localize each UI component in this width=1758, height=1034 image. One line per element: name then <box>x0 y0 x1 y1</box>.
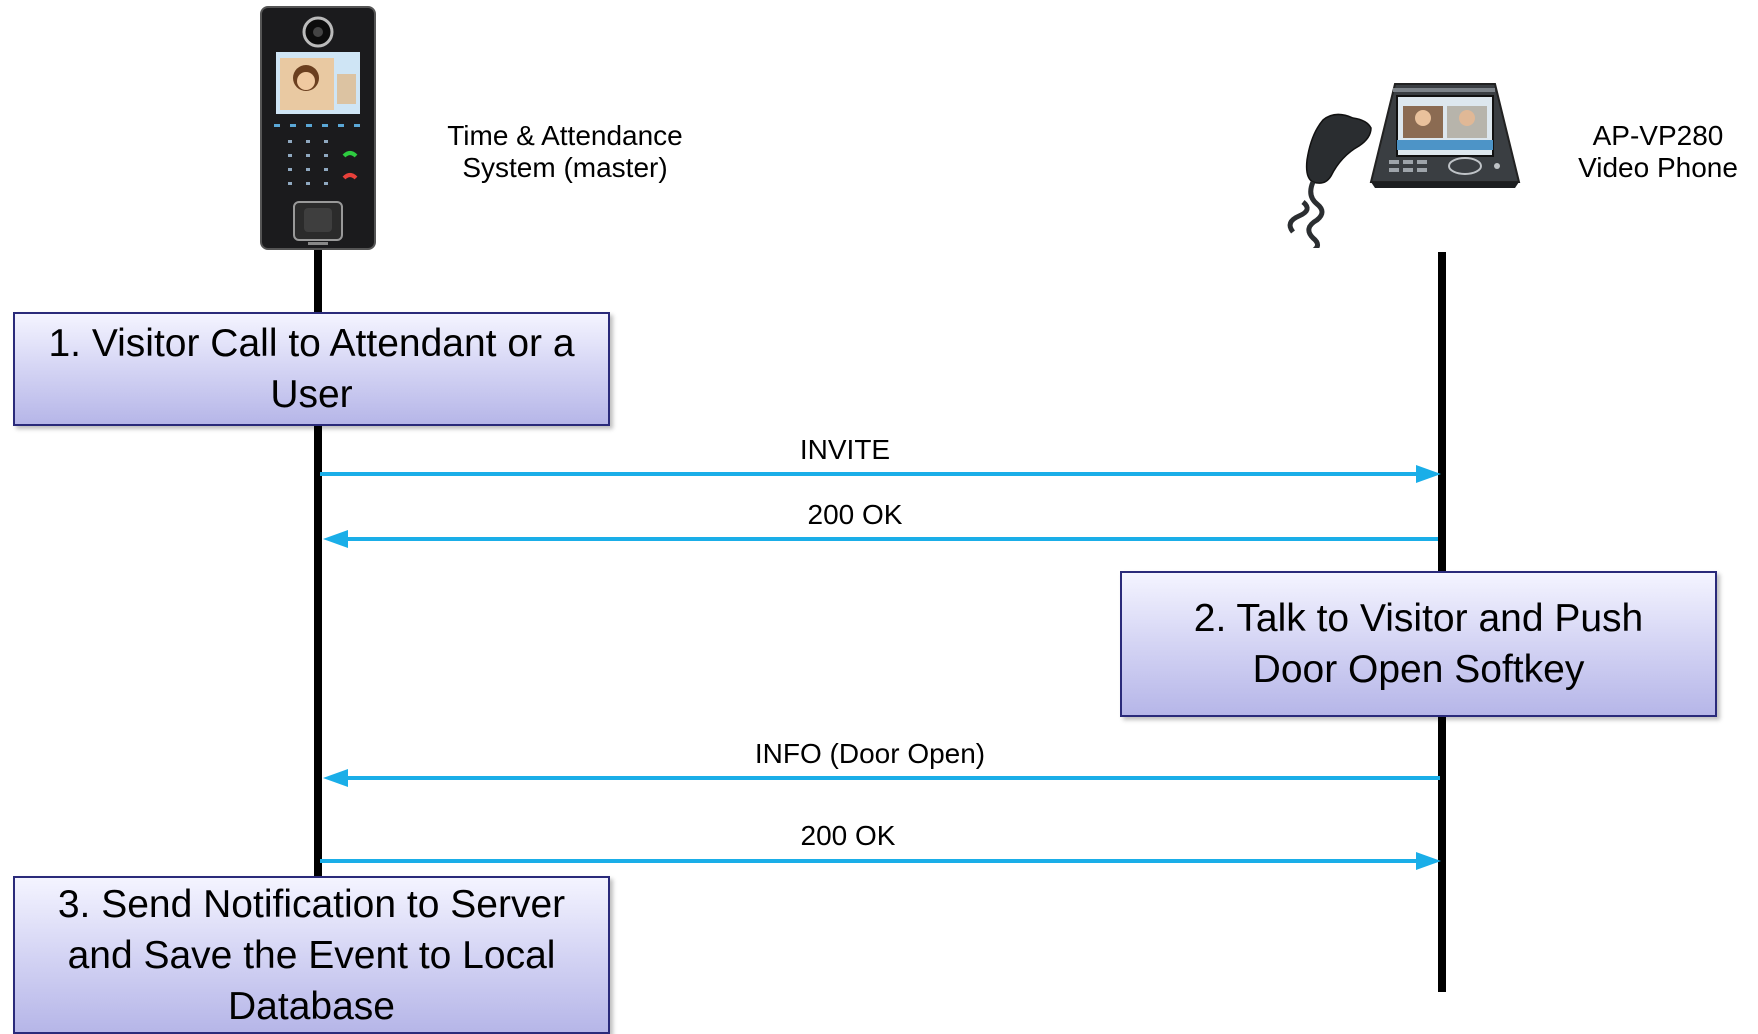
step-2-text: 2. Talk to Visitor and Push Door Open So… <box>1193 597 1644 691</box>
right-label-line2: Video Phone <box>1578 152 1738 183</box>
message-label-200ok-2: 200 OK <box>800 820 896 851</box>
right-participant-label: AP-VP280 Video Phone <box>1540 120 1758 184</box>
message-label-info-door-open: INFO (Door Open) <box>754 738 986 769</box>
step-box-1: 1. Visitor Call to Attendant or a User <box>13 312 610 426</box>
door-terminal-icon <box>260 6 376 250</box>
video-phone-icon <box>1285 78 1521 248</box>
message-label-200ok-1: 200 OK <box>807 499 903 530</box>
step-3-text: 3. Send Notification to Server and Save … <box>57 882 566 1028</box>
arrow-info-door-open <box>323 769 1440 787</box>
left-lifeline <box>314 250 322 1031</box>
step-box-2: 2. Talk to Visitor and Push Door Open So… <box>1120 571 1717 717</box>
right-label-line1: AP-VP280 <box>1592 120 1724 151</box>
message-label-invite: INVITE <box>799 434 891 465</box>
arrow-200ok-2 <box>320 852 1441 870</box>
step-1-text: 1. Visitor Call to Attendant or a User <box>48 322 575 416</box>
left-label-line2: System (master) <box>462 152 668 183</box>
step-box-3: 3. Send Notification to Server and Save … <box>13 876 610 1034</box>
arrow-200ok-1 <box>323 530 1438 548</box>
left-participant-label: Time & Attendance System (master) <box>405 120 725 184</box>
left-label-line1: Time & Attendance <box>447 120 683 151</box>
arrow-invite <box>320 465 1441 483</box>
